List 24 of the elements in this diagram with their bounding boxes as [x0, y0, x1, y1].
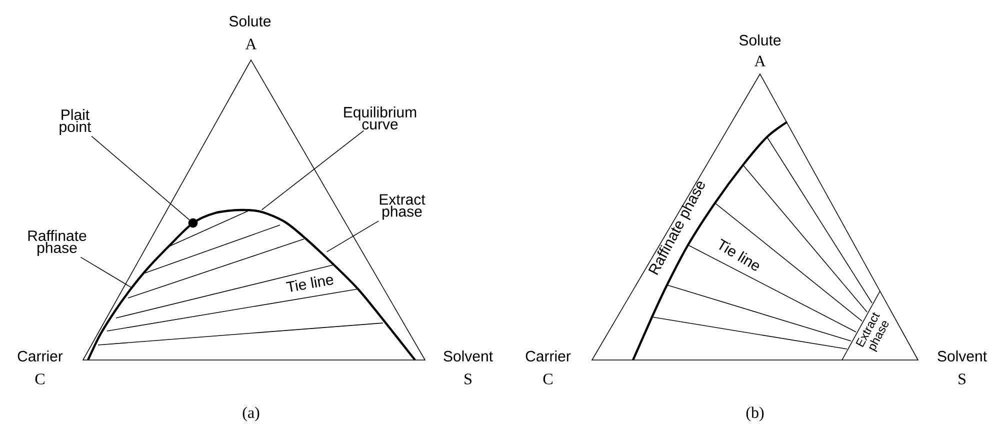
panel-label: (b) — [746, 406, 764, 422]
vertex-letter: C — [35, 374, 44, 384]
leader-line — [261, 130, 364, 210]
axis-label: Solvent — [444, 350, 493, 362]
panel-label: (a) — [242, 406, 260, 422]
axis-label: Tie line — [286, 276, 334, 292]
callout-text: Plait point — [60, 109, 92, 135]
callout-text: Raffinate phase — [28, 230, 86, 256]
vertex-letter: C — [543, 374, 552, 384]
leader-line — [91, 136, 190, 220]
vertex-letter: A — [245, 38, 257, 50]
axis-label: Carrier — [18, 350, 63, 362]
axis-label: Solute — [229, 16, 271, 26]
vertex-letter: S — [464, 374, 472, 384]
axis-label: Tie line — [719, 238, 760, 271]
vertex-letter: A — [754, 56, 766, 66]
leader-line — [80, 256, 132, 288]
axis-label: Carrier — [526, 350, 571, 362]
axis-label: Solute — [739, 34, 781, 46]
callout-text: Equilibrium curve — [344, 106, 416, 130]
callout-text: Extract phase — [380, 194, 426, 220]
leader-line — [326, 220, 380, 252]
vertex-letter: S — [958, 374, 966, 384]
axis-label: Solvent — [938, 350, 987, 362]
